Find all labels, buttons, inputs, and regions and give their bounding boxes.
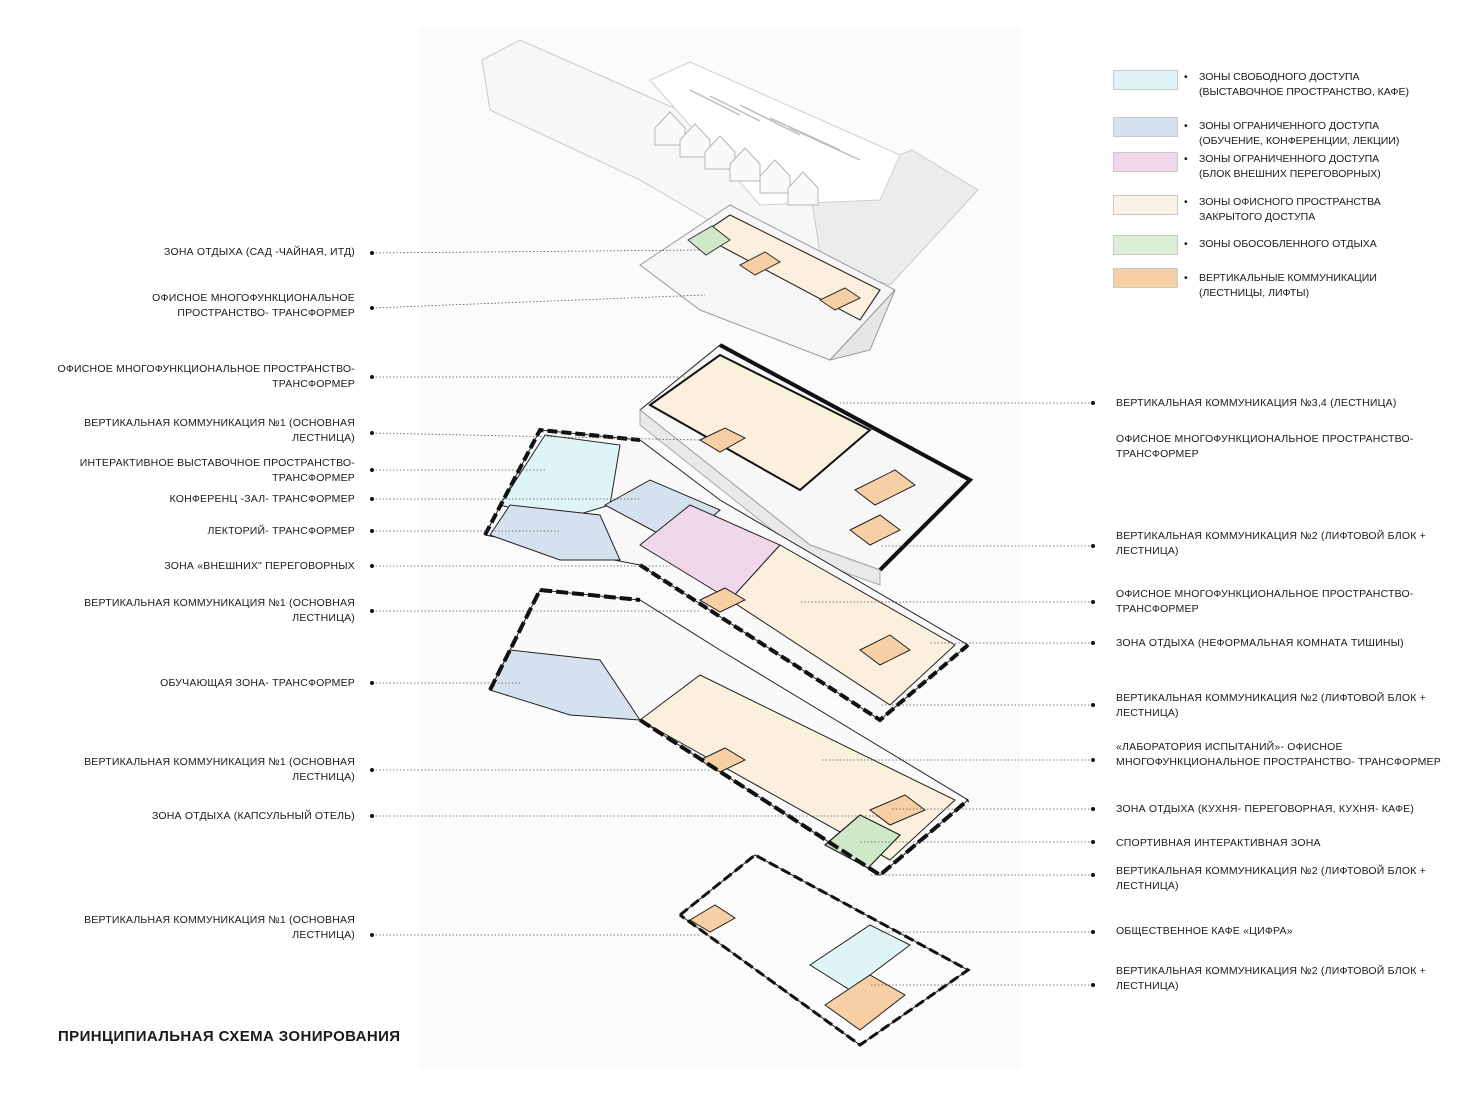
- dormers: [654, 111, 819, 206]
- basement-walls: [679, 853, 971, 1047]
- label-office-floor2: ОФИСНОЕ МНОГОФУНКЦИОНАЛЬНОЕ ПРОСТРАНСТВО…: [1116, 588, 1414, 615]
- label-vertical-comm-1-b: ВЕРТИКАЛЬНАЯ КОММУНИКАЦИЯ №1 (ОСНОВНАЯ Л…: [84, 597, 355, 624]
- legend-label: ЗОНЫ ОГРАНИЧЕННОГО ДОСТУПА (ОБУЧЕНИЕ, КО…: [1199, 120, 1400, 147]
- legend-label: ВЕРТИКАЛЬНЫЕ КОММУНИКАЦИИ (ЛЕСТНИЦЫ, ЛИФ…: [1199, 272, 1377, 299]
- label-vertical-comm-2-a: ВЕРТИКАЛЬНАЯ КОММУНИКАЦИЯ №2 (ЛИФТОВОЙ Б…: [1116, 530, 1426, 557]
- floor1-outer-walls: [488, 587, 641, 691]
- legend-swatch: [1113, 235, 1178, 255]
- floor2-outer-walls: [483, 427, 641, 536]
- upper-stairs-3: [849, 514, 901, 546]
- roof-level: [481, 39, 979, 286]
- legend-label: ЗОНЫ ОФИСНОГО ПРОСТРАНСТВА ЗАКРЫТОГО ДОС…: [1199, 196, 1381, 223]
- basement-floor: [679, 853, 971, 1047]
- upper-stairs-1: [698, 427, 747, 453]
- floor1-sport-zone: [823, 814, 902, 869]
- label-vertical-comm-2-b: ВЕРТИКАЛЬНАЯ КОММУНИКАЦИЯ №2 (ЛИФТОВОЙ Б…: [1116, 692, 1426, 719]
- legend-swatch: [1113, 268, 1178, 288]
- upper-walls: [719, 343, 974, 572]
- label-kitchen: ЗОНА ОТДЫХА (КУХНЯ- ПЕРЕГОВОРНАЯ, КУХНЯ-…: [1116, 803, 1415, 815]
- upper-office-zone: [648, 353, 872, 492]
- floor2-office-zone: [729, 544, 956, 706]
- label-vertical-comm-1-d: ВЕРТИКАЛЬНАЯ КОММУНИКАЦИЯ №1 (ОСНОВНАЯ Л…: [84, 914, 355, 941]
- label-vertical-comm-1-c: ВЕРТИКАЛЬНАЯ КОММУНИКАЦИЯ №1 (ОСНОВНАЯ Л…: [84, 756, 355, 783]
- legend-swatch: [1113, 152, 1178, 172]
- office-floor-upper: [639, 343, 974, 586]
- label-cafe-tsifra: ОБЩЕСТВЕННОЕ КАФЕ «ЦИФРА»: [1116, 925, 1293, 937]
- floor2-lecture-zone: [489, 504, 621, 561]
- label-vertical-comm-2-c: ВЕРТИКАЛЬНАЯ КОММУНИКАЦИЯ №2 (ЛИФТОВОЙ Б…: [1116, 865, 1426, 892]
- upper-slab-edge: [639, 408, 881, 586]
- label-vertical-comm-2-d: ВЕРТИКАЛЬНАЯ КОММУНИКАЦИЯ №2 (ЛИФТОВОЙ Б…: [1116, 965, 1426, 992]
- label-office-upper-right: ОФИСНОЕ МНОГОФУНКЦИОНАЛЬНОЕ ПРОСТРАНСТВО…: [1116, 433, 1414, 460]
- legend-swatch: [1113, 195, 1178, 215]
- attic-floor: [639, 204, 896, 361]
- legend-label: ЗОНЫ ОГРАНИЧЕННОГО ДОСТУПА (БЛОК ВНЕШНИХ…: [1199, 153, 1381, 180]
- floor1-outer-walls-2: [638, 718, 970, 878]
- leader-lines: [371, 249, 1093, 986]
- label-upper-office: ОФИСНОЕ МНОГОФУНКЦИОНАЛЬНОЕ ПРОСТРАНСТВО…: [57, 363, 355, 390]
- floor2-stairs-2: [859, 634, 911, 666]
- legend-label: ЗОНЫ ОБОСОБЛЕННОГО ОТДЫХА: [1199, 238, 1377, 250]
- floor2-outer-walls-2: [638, 563, 970, 723]
- floor2-stairs-1: [698, 587, 747, 613]
- label-test-lab: «ЛАБОРАТОРИЯ ИСПЫТАНИЙ»- ОФИСНОЕ МНОГОФУ…: [1116, 741, 1441, 768]
- basement-cafe-zone: [809, 924, 911, 991]
- label-vertical-comm-1-a: ВЕРТИКАЛЬНАЯ КОММУНИКАЦИЯ №1 (ОСНОВНАЯ Л…: [84, 417, 355, 444]
- label-quiet-room: ЗОНА ОТДЫХА (НЕФОРМАЛЬНАЯ КОМНАТА ТИШИНЫ…: [1116, 637, 1404, 649]
- basement-stairs-2: [824, 974, 906, 1031]
- label-education: ОБУЧАЮЩАЯ ЗОНА- ТРАНСФОРМЕР: [160, 677, 355, 689]
- skylights: [689, 89, 861, 161]
- attic-stairs: [739, 251, 781, 276]
- leader-dots: [370, 251, 1095, 987]
- label-conference: КОНФЕРЕНЦ -ЗАЛ- ТРАНСФОРМЕР: [169, 493, 355, 505]
- floor1-stairs-2: [869, 794, 926, 826]
- label-exhibition: ИНТЕРАКТИВНОЕ ВЫСТАВОЧНОЕ ПРОСТРАНСТВО- …: [79, 457, 355, 484]
- floor-2: [483, 427, 970, 723]
- label-lecture: ЛЕКТОРИЙ- ТРАНСФОРМЕР: [207, 525, 355, 537]
- label-attic-office: ОФИСНОЕ МНОГОФУНКЦИОНАЛЬНОЕ ПРОСТРАНСТВО…: [152, 292, 355, 319]
- legend-label: ЗОНЫ СВОБОДНОГО ДОСТУПА (ВЫСТАВОЧНОЕ ПРО…: [1199, 71, 1409, 98]
- basement-stairs-1: [689, 904, 736, 933]
- label-sport-zone: СПОРТИВНАЯ ИНТЕРАКТИВНАЯ ЗОНА: [1116, 837, 1321, 849]
- floor-1: [488, 587, 970, 878]
- diagram-title: ПРИНЦИПИАЛЬНАЯ СХЕМА ЗОНИРОВАНИЯ: [58, 1028, 401, 1045]
- label-capsule-hotel: ЗОНА ОТДЫХА (КАПСУЛЬНЫЙ ОТЕЛЬ): [151, 810, 355, 822]
- attic-stairs-2: [818, 287, 862, 311]
- attic-rest-zone: [687, 225, 731, 256]
- label-rest-garden: ЗОНА ОТДЫХА (САД -ЧАЙНАЯ, ИТД): [164, 246, 355, 258]
- attic-roof-wall: [828, 289, 896, 361]
- upper-stairs-2: [854, 469, 916, 506]
- legend-swatch: [1113, 117, 1178, 137]
- label-vertical-comm-3-4: ВЕРТИКАЛЬНАЯ КОММУНИКАЦИЯ №3,4 (ЛЕСТНИЦА…: [1116, 397, 1397, 409]
- label-external-meetings: ЗОНА «ВНЕШНИХ" ПЕРЕГОВОРНЫХ: [164, 560, 355, 572]
- legend-swatch: [1113, 70, 1178, 90]
